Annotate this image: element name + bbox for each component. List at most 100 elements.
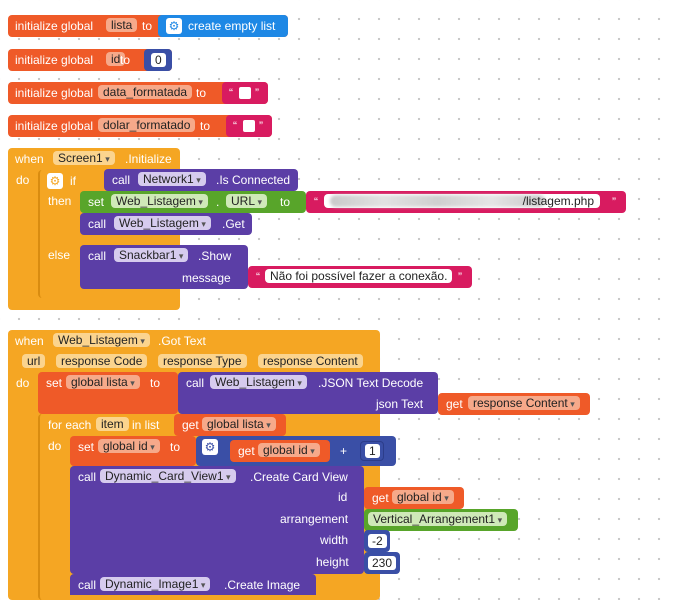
component-dropdown[interactable]: Snackbar1 [114,248,189,262]
quote-close-icon: ” [612,195,616,209]
variable-dropdown[interactable]: global id [98,439,160,453]
plus-operator: + [340,444,348,458]
for-each-label: for each [48,418,92,432]
create-card-view-block[interactable]: call Dynamic_Card_View1 .Create Card Vie… [70,466,364,574]
gear-icon[interactable]: ⚙ [47,173,63,189]
param-response-code[interactable]: response Code [56,354,148,368]
number-value[interactable]: -2 [368,534,387,548]
loop-variable-field[interactable]: item [96,417,129,431]
create-empty-list-label: create empty list [188,19,276,33]
call-label: call [88,249,107,263]
create-empty-list-block[interactable]: ⚙ create empty list [158,15,288,37]
global-name-field[interactable]: id [106,52,126,66]
quote-open-icon: “ [233,119,237,133]
component-dropdown[interactable]: Web_Listagem [111,194,208,208]
do-label: do [48,439,62,453]
variable-dropdown[interactable]: global lista [202,417,276,431]
call-label: call [186,376,205,390]
component-dropdown[interactable]: Vertical_Arrangement1 [368,512,508,526]
text-block[interactable]: “ ” [226,115,272,137]
if-label: if [70,174,76,188]
call-label: call [78,470,97,484]
init-global-data-formatada-block[interactable]: initialize global data_formatada to “ ” [8,82,268,104]
init-global-lista-block[interactable]: initialize global lista to ⚙ create empt… [8,15,288,37]
quote-open-icon: “ [256,270,260,284]
empty-string-field[interactable] [243,120,255,132]
height-label: height [316,555,349,569]
set-label: set [88,195,105,209]
network-is-connected-block[interactable]: call Network1 .Is Connected [104,169,298,191]
component-dropdown[interactable]: Screen1 [53,151,115,165]
init-global-id-block[interactable]: initialize global id to 0 [8,49,172,71]
variable-dropdown[interactable]: global id [392,490,454,504]
component-dropdown[interactable]: Web_Listagem [53,333,150,347]
component-dropdown[interactable]: Dynamic_Card_View1 [100,469,236,483]
dot-label: . [216,195,220,209]
component-dropdown[interactable]: Web_Listagem [114,216,211,230]
to-label: to [280,195,291,209]
message-text-block[interactable]: “ Não foi possível fazer a conexão. ” [248,266,472,288]
global-name-field[interactable]: data_formatada [98,85,193,99]
component-dropdown[interactable]: Dynamic_Image1 [100,577,211,591]
event-label: .Initialize [125,152,172,166]
call-label: call [112,173,131,187]
get-global-id-block[interactable]: get global id [230,440,330,462]
global-name-field[interactable]: dolar_formatado [98,118,196,132]
method-label: .Create Card View [250,470,348,484]
number-value[interactable]: 1 [365,444,380,458]
number-value[interactable]: 0 [151,53,166,67]
get-response-content-block[interactable]: get response Content [438,393,590,415]
to-label: to [142,19,153,33]
number-value[interactable]: 230 [368,556,397,570]
init-global-dolar-formatado-block[interactable]: initialize global dolar_formatado to “ ” [8,115,272,137]
number-block[interactable]: 0 [144,49,172,71]
create-image-block[interactable]: call Dynamic_Image1 .Create Image [70,574,316,595]
set-global-id-block[interactable]: set global id to [70,436,196,466]
property-dropdown[interactable]: URL [226,194,268,208]
height-number-block[interactable]: 230 [364,552,400,574]
get-label: get [446,397,463,411]
get-label: get [238,444,255,458]
get-global-id-block[interactable]: get global id [364,487,464,509]
param-url[interactable]: url [22,354,46,368]
to-label: to [170,440,181,454]
method-label: .JSON Text Decode [318,376,424,390]
width-label: width [320,533,349,547]
set-global-lista-block[interactable]: set global lista to [38,372,178,414]
url-text-block[interactable]: “ /listagem.php ” [306,191,626,213]
to-label: to [120,53,131,67]
arrangement-label: arrangement [280,512,349,526]
do-label: do [16,376,30,390]
number-block[interactable]: 1 [360,441,384,461]
json-text-decode-block[interactable]: call Web_Listagem .JSON Text Decode json… [178,372,438,414]
method-label: .Create Image [224,578,301,592]
blurred-url [330,195,545,207]
empty-string-field[interactable] [239,87,251,99]
method-label: .Is Connected [216,173,291,187]
arrangement-component-block[interactable]: Vertical_Arrangement1 [364,509,518,531]
variable-dropdown[interactable]: response Content [468,396,580,410]
get-global-lista-block[interactable]: get global lista [174,414,286,436]
to-label: to [200,119,211,133]
width-number-block[interactable]: -2 [364,530,390,552]
url-text-field[interactable]: /listagem.php [324,194,600,208]
message-text-field[interactable]: Não foi possível fazer a conexão. [265,269,453,283]
in-list-label: in list [132,418,160,432]
gear-icon[interactable]: ⚙ [202,439,218,455]
init-global-label: initialize global [15,19,94,33]
snackbar-show-block[interactable]: call Snackbar1 .Show message [80,245,248,289]
component-dropdown[interactable]: Network1 [138,172,206,186]
set-web-url-block[interactable]: set Web_Listagem . URL to [80,191,306,213]
variable-dropdown[interactable]: global lista [66,375,140,389]
web-get-block[interactable]: call Web_Listagem .Get [80,213,252,235]
init-global-label: initialize global [15,119,94,133]
event-label: .Got Text [158,334,206,348]
global-name-field[interactable]: lista [106,18,138,32]
text-block[interactable]: “ ” [222,82,268,104]
quote-close-icon: ” [259,119,263,133]
param-response-content[interactable]: response Content [258,354,363,368]
gear-icon[interactable]: ⚙ [166,18,182,34]
param-response-type[interactable]: response Type [158,354,247,368]
variable-dropdown[interactable]: global id [258,443,320,457]
component-dropdown[interactable]: Web_Listagem [210,375,307,389]
